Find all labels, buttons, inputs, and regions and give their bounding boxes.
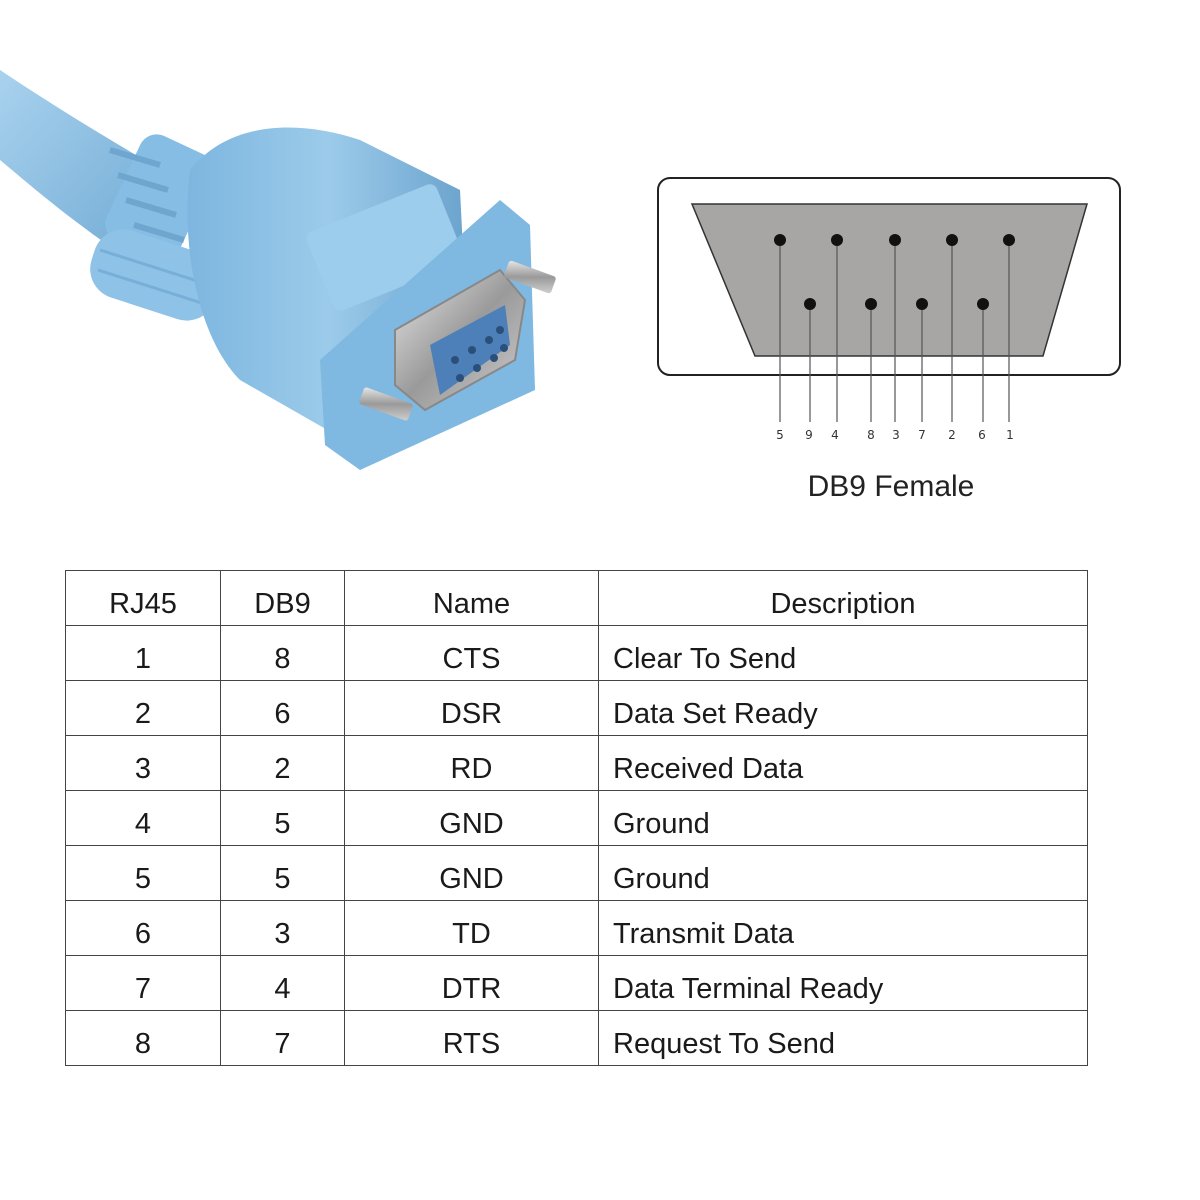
- db9-cell: 3: [220, 900, 345, 956]
- name-cell: GND: [344, 790, 599, 846]
- table-row: 4 5 GND Ground: [65, 790, 1088, 846]
- db9-cable-photo: [0, 70, 556, 470]
- pin-dot: [865, 298, 877, 310]
- pin-dot: [889, 234, 901, 246]
- screw-top: [504, 260, 556, 294]
- rj45-cell: 3: [65, 735, 221, 791]
- name-cell: DSR: [344, 680, 599, 736]
- name-cell: GND: [344, 845, 599, 901]
- pin-label: 5: [776, 428, 784, 442]
- header-db9: DB9: [220, 570, 345, 626]
- pin-label: 4: [831, 428, 839, 442]
- pin-label: 6: [978, 428, 986, 442]
- description-cell: Data Set Ready: [598, 680, 1088, 736]
- pin-dot: [916, 298, 928, 310]
- rj45-cell: 1: [65, 625, 221, 681]
- rj45-cell: 7: [65, 955, 221, 1011]
- rj45-cell: 5: [65, 845, 221, 901]
- hood-label-recess: [306, 184, 464, 311]
- pin-dot: [831, 234, 843, 246]
- table-row: 5 5 GND Ground: [65, 845, 1088, 901]
- socket-holes: [451, 326, 508, 382]
- db9-cell: 4: [220, 955, 345, 1011]
- description-cell: Ground: [598, 790, 1088, 846]
- header-name: Name: [344, 570, 599, 626]
- table-row: 3 2 RD Received Data: [65, 735, 1088, 791]
- table-row: 7 4 DTR Data Terminal Ready: [65, 955, 1088, 1011]
- table-row: 2 6 DSR Data Set Ready: [65, 680, 1088, 736]
- pin-label: 9: [805, 428, 813, 442]
- db9-cell: 7: [220, 1010, 345, 1066]
- pin-label: 3: [892, 428, 900, 442]
- db9-cell: 8: [220, 625, 345, 681]
- description-cell: Request To Send: [598, 1010, 1088, 1066]
- strain-relief: [105, 134, 215, 261]
- description-cell: Received Data: [598, 735, 1088, 791]
- rj45-cell: 4: [65, 790, 221, 846]
- pinout-table: RJ45 DB9 Name Description 1 8 CTS Clear …: [65, 570, 1088, 1066]
- pin-number-labels: 5 9 4 8 3 7 2 6 1: [776, 428, 1014, 442]
- header-description: Description: [598, 570, 1088, 626]
- name-cell: RTS: [344, 1010, 599, 1066]
- connector-face: [690, 203, 1088, 357]
- header-rj45: RJ45: [65, 570, 221, 626]
- db9-cell: 6: [220, 680, 345, 736]
- pin-label: 7: [918, 428, 926, 442]
- pin-label: 2: [948, 428, 956, 442]
- rj45-cell: 6: [65, 900, 221, 956]
- rj45-cell: 2: [65, 680, 221, 736]
- pin-dot: [946, 234, 958, 246]
- pin-label: 1: [1006, 428, 1014, 442]
- db9-cell: 5: [220, 845, 345, 901]
- pin-dot: [1003, 234, 1015, 246]
- pin-dot: [804, 298, 816, 310]
- db9-cell: 5: [220, 790, 345, 846]
- pin-leader-lines: [779, 240, 1010, 422]
- description-cell: Transmit Data: [598, 900, 1088, 956]
- name-cell: RD: [344, 735, 599, 791]
- db9-cell: 2: [220, 735, 345, 791]
- table-header-row: RJ45 DB9 Name Description: [65, 570, 1088, 626]
- pin-dots: [774, 234, 1015, 310]
- name-cell: CTS: [344, 625, 599, 681]
- db9-pinout-diagram: 5 9 4 8 3 7 2 6 1: [657, 177, 1121, 442]
- table-row: 8 7 RTS Request To Send: [65, 1010, 1088, 1066]
- name-cell: DTR: [344, 955, 599, 1011]
- pin-label: 8: [867, 428, 875, 442]
- pin-dot: [977, 298, 989, 310]
- table-row: 1 8 CTS Clear To Send: [65, 625, 1088, 681]
- table-row: 6 3 TD Transmit Data: [65, 900, 1088, 956]
- rj45-cell: 8: [65, 1010, 221, 1066]
- screw-bottom: [359, 387, 413, 421]
- connector-caption: DB9 Female: [807, 470, 975, 503]
- description-cell: Clear To Send: [598, 625, 1088, 681]
- description-cell: Data Terminal Ready: [598, 955, 1088, 1011]
- pin-dot: [774, 234, 786, 246]
- name-cell: TD: [344, 900, 599, 956]
- description-cell: Ground: [598, 845, 1088, 901]
